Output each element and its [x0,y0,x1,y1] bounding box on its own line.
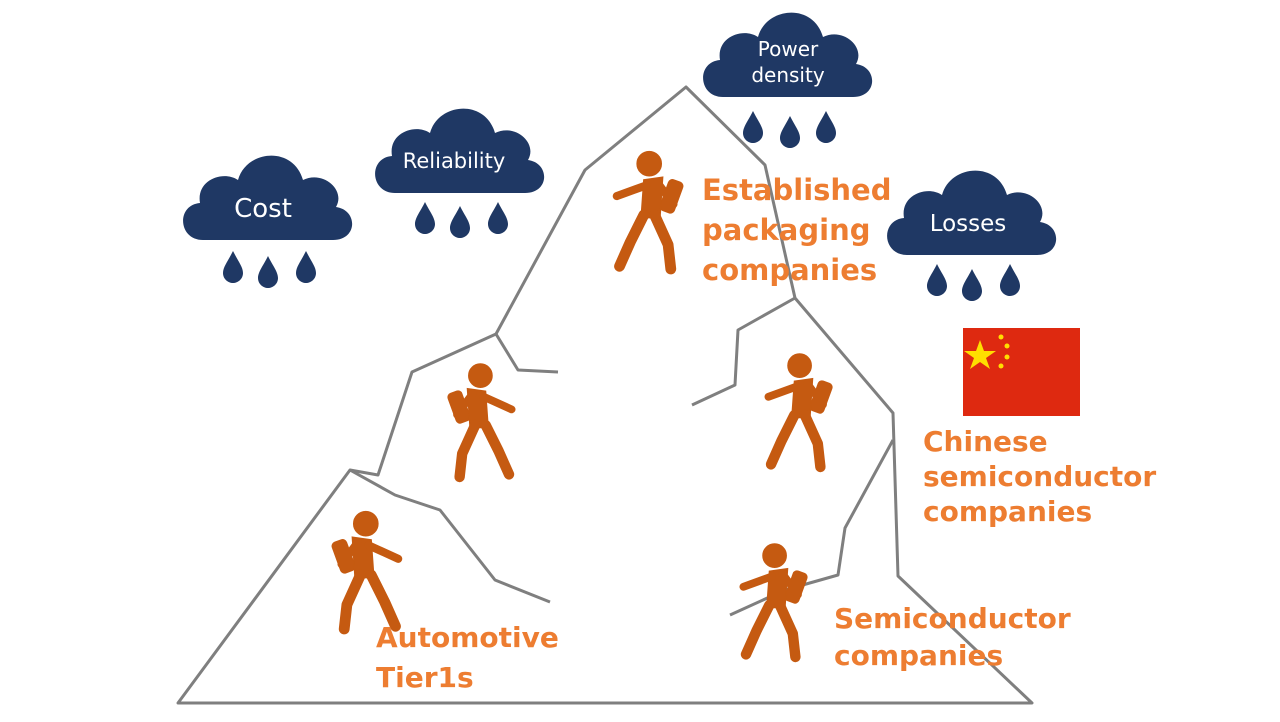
flag-small-star [998,363,1004,369]
hiker-icon [447,364,512,477]
label-semiconductor-companies: Semiconductor companies [834,602,1071,672]
crevice-left-lower [349,468,551,604]
cloud-label-cost: Cost [234,194,292,224]
raindrop-icon [223,251,243,283]
cloud-label-power: Power [758,37,819,61]
raindrop-icon [927,264,947,296]
hiker-icon [617,152,684,269]
flag-background [963,328,1080,416]
raindrop-icon [296,251,316,283]
raindrop-icon [962,269,982,301]
cloud-label-reliability: Reliability [403,149,506,173]
mountain [176,85,1034,705]
cloud-power-density: Power density [703,12,873,148]
raindrop-icon [743,111,763,143]
raindrop-icon [450,206,470,238]
flag-small-star [998,334,1004,340]
crevice-right-upper [691,296,796,407]
crevice-right-lower [729,439,895,617]
cloud-reliability: Reliability [375,108,545,238]
raindrop-icon [258,256,278,288]
flag-big-star [964,340,996,369]
hiker-icon [743,544,808,657]
label-established-packaging: Established packaging companies [702,173,892,287]
raindrop-icon [780,116,800,148]
china-flag-icon [963,328,1080,416]
crevice-left-upper [494,333,559,374]
raindrop-icon [488,202,508,234]
label-chinese-semiconductor: Chinese semiconductor companies [923,425,1157,528]
flag-small-star [1004,354,1010,360]
raindrop-icon [816,111,836,143]
cloud-losses: Losses [887,170,1057,301]
cloud-label-density: density [751,63,824,87]
hiker-icon [768,354,833,467]
raindrop-icon [1000,264,1020,296]
raindrop-icon [415,202,435,234]
flag-small-star [1004,343,1010,349]
hiker-icon [331,512,398,629]
mountain-outline [176,85,1034,705]
cloud-cost: Cost [183,155,353,288]
cloud-label-losses: Losses [930,211,1007,237]
label-automotive-tier1s: Automotive Tier1s [376,621,559,694]
